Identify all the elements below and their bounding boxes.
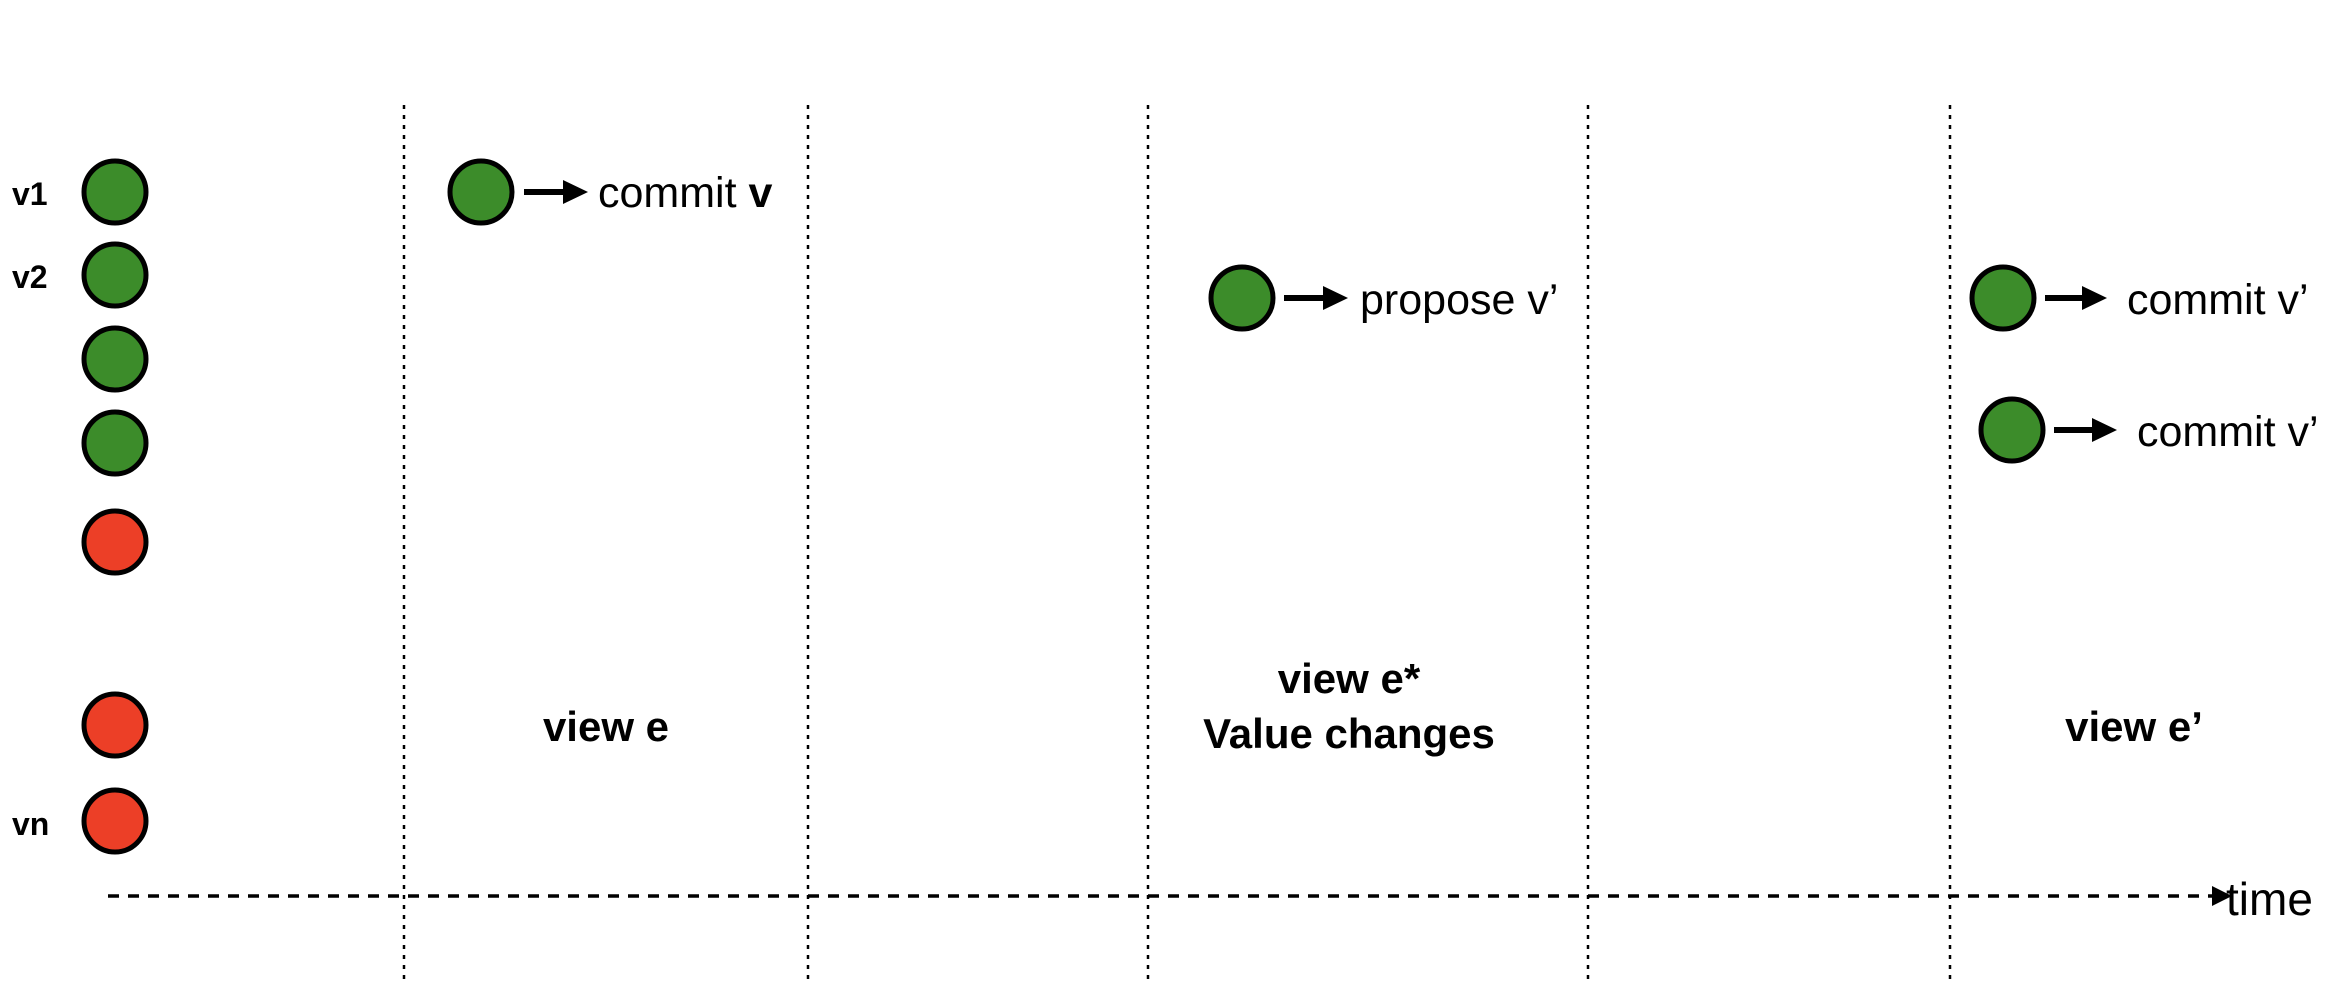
node-label-v1: v1 bbox=[12, 176, 48, 212]
replica-node-faulty bbox=[81, 508, 149, 576]
action-propose: propose v’ bbox=[1208, 264, 1558, 332]
action-text: commit v bbox=[598, 169, 773, 217]
node-label-v2: v2 bbox=[12, 259, 48, 295]
node-label-vn: vn bbox=[12, 806, 49, 842]
action-node bbox=[447, 158, 515, 226]
action-text: commit v’ bbox=[2127, 276, 2309, 324]
replica-node-v1 bbox=[81, 158, 149, 226]
action-commit-vprime-2: commit v’ bbox=[1978, 396, 2319, 464]
arrow-icon bbox=[2082, 286, 2107, 310]
arrow-icon bbox=[563, 180, 588, 204]
arrow-icon bbox=[1323, 286, 1348, 310]
time-axis-arrowhead bbox=[2212, 886, 2232, 906]
action-commit-vprime-1: commit v’ bbox=[1969, 264, 2309, 332]
view-label-e-prime: view e’ bbox=[2065, 703, 2203, 750]
view-label-e-star: view e* bbox=[1278, 655, 1421, 702]
replica-nodes: v1 v2 vn bbox=[12, 158, 149, 855]
time-axis-label: time bbox=[2226, 873, 2313, 925]
view-dividers bbox=[402, 105, 1952, 984]
replica-node bbox=[81, 325, 149, 393]
view-labels: view e view e* Value changes view e’ bbox=[543, 655, 2203, 757]
view-label-value-changes: Value changes bbox=[1203, 710, 1495, 757]
action-node bbox=[1969, 264, 2037, 332]
action-node bbox=[1978, 396, 2046, 464]
arrow-icon bbox=[2092, 418, 2117, 442]
replica-node-faulty bbox=[81, 691, 149, 759]
replica-node-vn bbox=[81, 787, 149, 855]
action-text: commit v’ bbox=[2137, 408, 2319, 456]
action-commit-v: commit v bbox=[447, 158, 773, 226]
replica-node bbox=[81, 409, 149, 477]
action-value: v bbox=[749, 169, 773, 217]
action-text: propose v’ bbox=[1360, 276, 1558, 324]
view-label-e: view e bbox=[543, 703, 669, 750]
time-axis: time bbox=[108, 873, 2313, 925]
action-node bbox=[1208, 264, 1276, 332]
replica-node-v2 bbox=[81, 241, 149, 309]
action-prefix: commit bbox=[598, 169, 749, 217]
